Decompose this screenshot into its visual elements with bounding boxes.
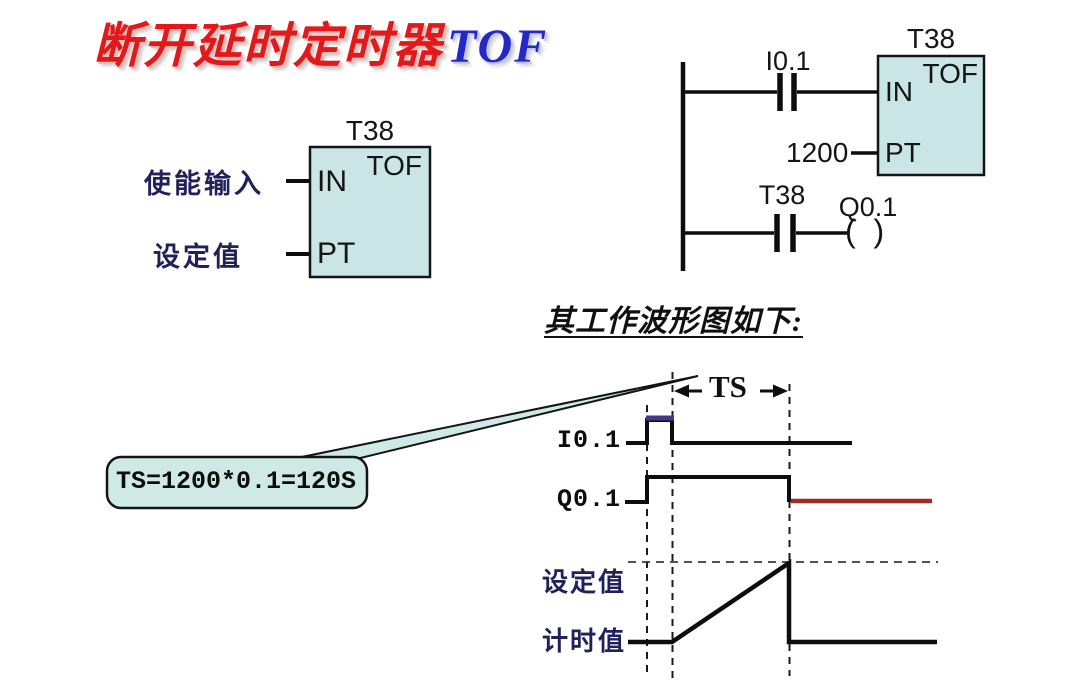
ts-interval-label: TS — [709, 369, 747, 404]
ladder-contact-i01-label: I0.1 — [765, 46, 811, 76]
page-title-tof: TOF — [447, 20, 549, 73]
fb-timer-box — [308, 145, 432, 279]
waveform-q01-label: Q0.1 — [557, 485, 622, 514]
ladder-timer-name: T38 — [906, 23, 956, 54]
waveform-heading: 其工作波形图如下: — [544, 305, 803, 338]
callout-box — [105, 455, 369, 510]
waveform-count-ramp — [628, 558, 937, 645]
fb-pt-label: PT — [317, 237, 356, 270]
fb-preset-label: 设定值 — [153, 242, 243, 272]
waveform-i01 — [626, 418, 852, 445]
fb-in-label: IN — [317, 165, 347, 198]
callout-pointer — [281, 375, 699, 462]
page-title: 断开延时定时器TOF — [93, 6, 548, 76]
output-coil-symbol: ( ) — [845, 213, 885, 249]
fb-enable-input-label: 使能输入 — [144, 169, 264, 199]
fb-timer-name: T38 — [345, 115, 395, 146]
ts-arrow-left-head — [674, 384, 689, 398]
waveform-q01 — [625, 475, 791, 504]
ladder-type-label: TOF — [922, 58, 978, 89]
ts-formula-callout: TS=1200*0.1=120S — [115, 467, 357, 496]
ladder-coil-q01-label: Q0.1 — [838, 192, 898, 222]
ladder-preset-value: 1200 — [786, 137, 849, 168]
waveform-count-label: 计时值 — [542, 626, 627, 656]
ladder-contact-t38-label: T38 — [758, 180, 806, 210]
ladder-in-label: IN — [885, 76, 913, 107]
waveform-preset-label: 设定值 — [542, 567, 627, 597]
waveform-i01-label: I0.1 — [557, 426, 622, 455]
ladder-pt-label: PT — [885, 137, 921, 168]
fb-type-label: TOF — [366, 150, 422, 181]
ts-arrow-right-head — [773, 384, 788, 398]
page-title-chinese: 断开延时定时器 — [93, 20, 444, 73]
ladder-timer-box — [876, 54, 986, 177]
